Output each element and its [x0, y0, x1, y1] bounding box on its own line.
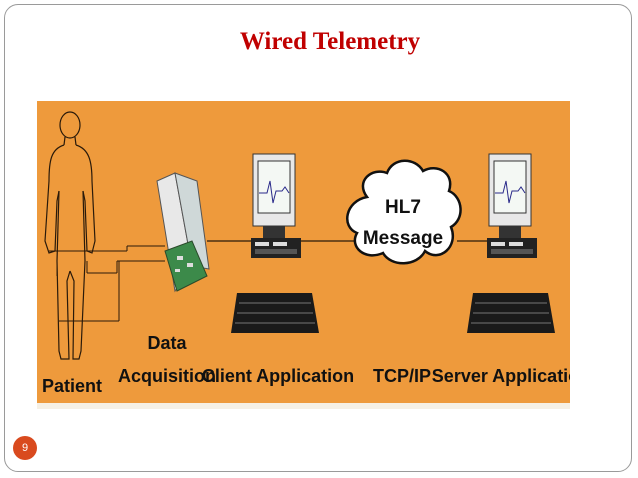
cloud-line2: Message [363, 228, 443, 249]
server-computer-icon [467, 153, 555, 333]
slide-frame [4, 4, 632, 472]
data-acquisition-device-icon [156, 172, 210, 293]
cloud-line1: HL7 [385, 197, 421, 218]
client-computer-icon [231, 153, 319, 333]
wired-telemetry-diagram: HL7 Message Patient Data Acquisition Cli… [37, 101, 570, 409]
slide-title: Wired Telemetry [239, 28, 421, 55]
label-server-application: Server Application [432, 366, 570, 386]
page-number-badge: 9 [13, 436, 37, 460]
diagram-background [37, 101, 570, 409]
patient-leads [49, 245, 165, 322]
hl7-message-cloud-icon: HL7 Message [346, 159, 462, 265]
label-data-line1: Data [147, 333, 187, 353]
label-data-line2: Acquisition [118, 366, 216, 386]
label-patient: Patient [42, 376, 102, 396]
diagram-bottom-strip [37, 403, 570, 409]
label-tcpip: TCP/IP [373, 366, 431, 386]
label-client-application: Client Application [202, 366, 354, 386]
